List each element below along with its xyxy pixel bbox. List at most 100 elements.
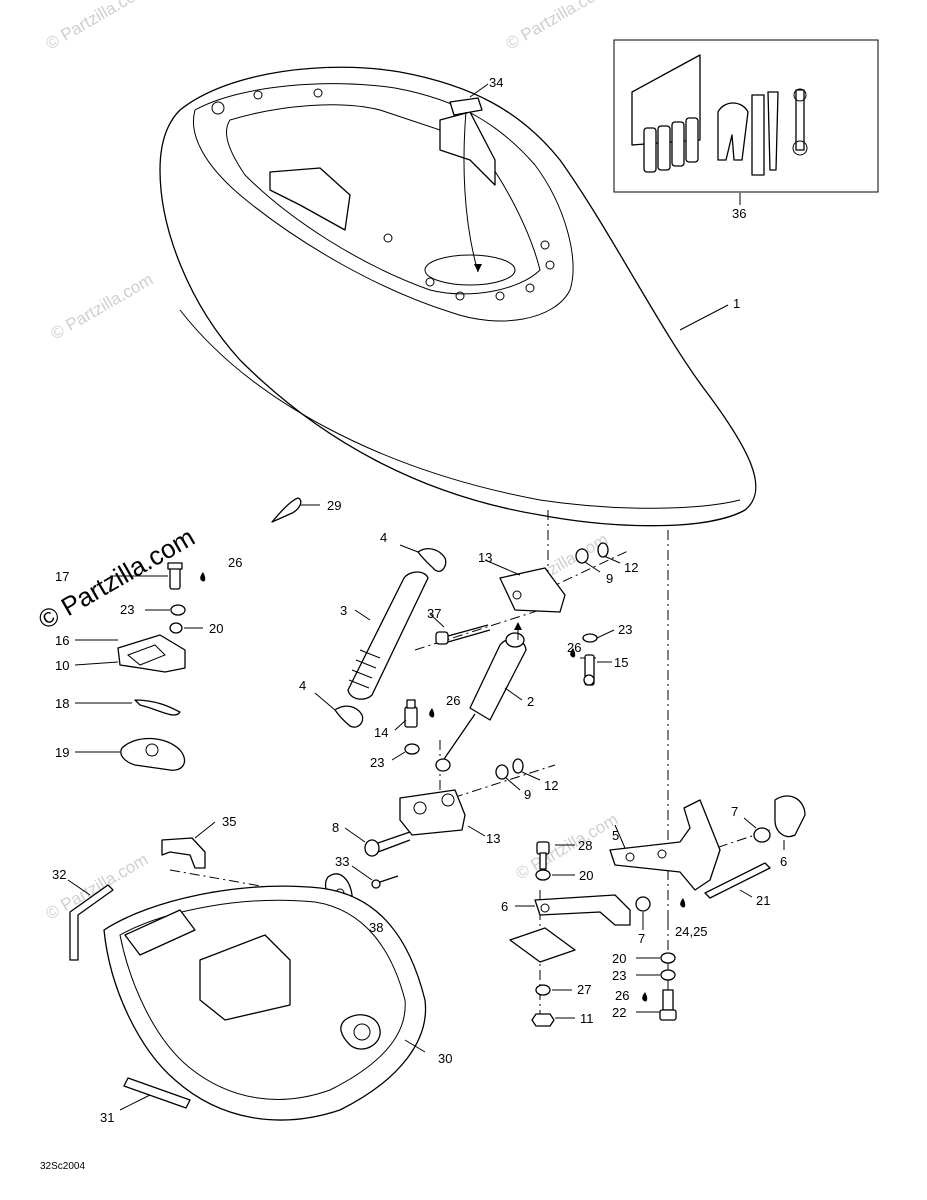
callout-20: 20: [612, 951, 626, 966]
callout-9: 9: [606, 571, 613, 586]
part-1-cover: [159, 66, 757, 527]
callout-10: 10: [55, 658, 69, 673]
callout-5: 5: [612, 828, 619, 843]
callout-15: 15: [614, 655, 628, 670]
part-29-strap: [271, 497, 320, 523]
part-20-washer-mid: [535, 869, 575, 881]
callout-26: 26: [228, 555, 242, 570]
callout-21: 21: [756, 893, 770, 908]
callout-2: 2: [527, 694, 534, 709]
lower-washers: [495, 758, 541, 791]
callout-32: 32: [52, 867, 66, 882]
upper-washers: [575, 542, 621, 573]
part-7-bushing-lower: [635, 896, 651, 930]
callout-34: 34: [489, 75, 503, 90]
callout-11: 11: [580, 1011, 594, 1026]
callout-22: 22: [612, 1005, 626, 1020]
part-20-washer-left: [169, 622, 203, 634]
callout-4: 4: [380, 530, 387, 545]
part-13-upper-bracket: [484, 559, 566, 613]
callout-29: 29: [327, 498, 341, 513]
callout-31: 31: [100, 1110, 114, 1125]
callout-27: 27: [577, 982, 591, 997]
callout-3: 3: [340, 603, 347, 618]
part-23-washer-left: [145, 604, 186, 616]
part-34-plug: [449, 97, 483, 273]
callout-7: 7: [638, 931, 645, 946]
callout-26: 26: [567, 640, 581, 655]
part-3-sleeve: [347, 571, 429, 700]
part-33-key: [351, 865, 399, 889]
callout-17: 17: [55, 569, 69, 584]
callout-24-25: 24,25: [675, 924, 708, 939]
watermark-text: © Partzilla.com: [503, 0, 612, 53]
part-21-pin: [704, 862, 771, 899]
part-30-storage-tub: [103, 885, 427, 1121]
part-11-nut: [531, 1013, 575, 1027]
middle-fasteners: [391, 699, 435, 761]
callout-8: 8: [332, 820, 339, 835]
callout-13: 13: [486, 831, 500, 846]
part-6-link-lower: [515, 894, 631, 926]
watermark-text: © Partzilla.com: [48, 270, 157, 344]
part-37-bolt: [429, 613, 491, 645]
part-20-washer-low: [636, 952, 676, 964]
callout-23: 23: [612, 968, 626, 983]
mount-pad: [509, 927, 576, 963]
callout-13: 13: [478, 550, 492, 565]
callout-28: 28: [578, 838, 592, 853]
callout-14: 14: [374, 725, 388, 740]
callout-35: 35: [222, 814, 236, 829]
part-4-clamp-upper: [399, 544, 447, 572]
callout-12: 12: [544, 778, 558, 793]
part-24-25-lube: [680, 898, 686, 908]
callout-16: 16: [55, 633, 69, 648]
callout-18: 18: [55, 696, 69, 711]
watermark-text: © Partzilla.com: [513, 810, 622, 884]
callout-36: 36: [732, 206, 746, 221]
callout-23: 23: [370, 755, 384, 770]
part-13-lower-bracket: [399, 789, 486, 837]
callout-1: 1: [733, 296, 740, 311]
callout-7: 7: [731, 804, 738, 819]
part-31-strip: [119, 1077, 191, 1111]
watermark-text: © Partzilla.com: [43, 850, 152, 924]
callout-37: 37: [427, 606, 441, 621]
diagram-code: 32Sc2004: [40, 1161, 85, 1172]
watermark-text: © Partzilla.com: [43, 0, 152, 53]
part-16-10-latch: [74, 634, 186, 673]
right-fasteners: [570, 629, 615, 686]
part-23-washer-low: [636, 969, 676, 981]
part-2-gas-spring: [435, 622, 527, 772]
callout-33: 33: [335, 854, 349, 869]
part-5-lever: [609, 799, 721, 891]
callout-26: 26: [615, 988, 629, 1003]
part-7-bushing: [743, 817, 771, 843]
part-36-toolkit: [613, 39, 879, 205]
part-17-bolt: [110, 562, 206, 590]
part-32-hex-key: [67, 879, 114, 961]
callout-labels: 1 2 3 4 4 5 6 6 7 7 8 9 9 10 11 12 12 13…: [52, 75, 787, 1125]
part-4-clamp-lower: [314, 692, 364, 728]
part-28-bolt: [536, 841, 575, 870]
callout-23: 23: [120, 602, 134, 617]
part-6-link-upper: [774, 795, 806, 850]
callout-12: 12: [624, 560, 638, 575]
part-27-washer: [535, 984, 572, 996]
callout-38: 38: [369, 920, 383, 935]
callout-4: 4: [299, 678, 306, 693]
callout-20: 20: [209, 621, 223, 636]
callout-30: 30: [438, 1051, 452, 1066]
part-19-lock-base: [75, 737, 186, 771]
callout-19: 19: [55, 745, 69, 760]
part-8-bolt: [344, 827, 411, 857]
callout-6: 6: [501, 899, 508, 914]
callout-20: 20: [579, 868, 593, 883]
part-35-clip: [161, 821, 216, 869]
callout-9: 9: [524, 787, 531, 802]
part-18-rod: [75, 699, 181, 716]
toolkit-frame: [613, 39, 879, 193]
callout-6: 6: [780, 854, 787, 869]
callout-26: 26: [446, 693, 460, 708]
